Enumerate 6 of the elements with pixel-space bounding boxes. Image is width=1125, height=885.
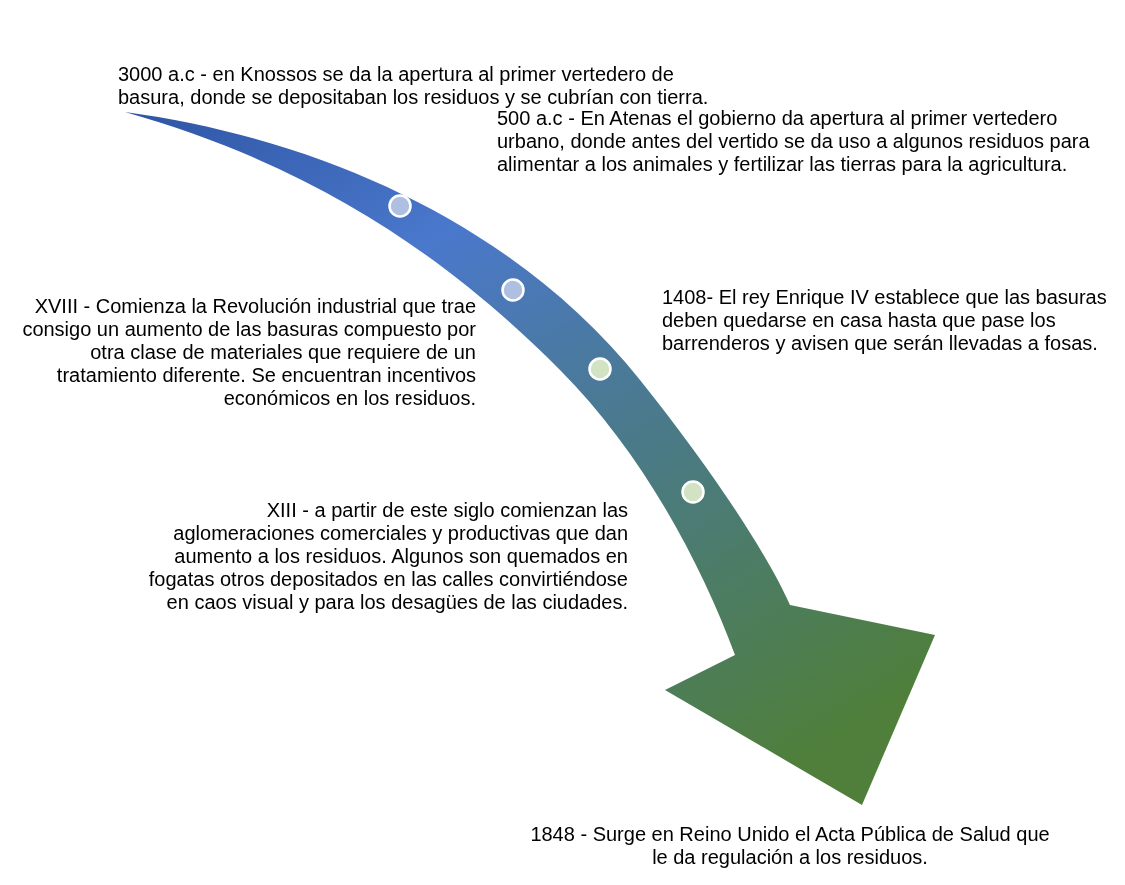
timeline-event-text: 1848 - Surge en Reino Unido el Acta Pública de Salud que le da regulación a los residuos. <box>529 823 1051 869</box>
timeline-event-text: XVIII - Comienza la Revolución industrial que trae consigo un aumento de las basuras compuesto por otra clase de materiales que requiere de un tratamiento diferente. Se encuentran incentivos económicos en los residuos. <box>21 295 476 410</box>
timeline-event-text: 3000 a.c - en Knossos se da la apertura al primer vertedero de basura, donde se depositaban los residuos y se cubrían con tierra. <box>118 63 710 109</box>
timeline-event-text: 500 a.c - En Atenas el gobierno da apertura al primer vertedero urbano, donde antes del vertido se da uso a algunos residuos para alimentar a los animales y fertilizar las tierras para la agricultura. <box>497 107 1091 176</box>
timeline-event-text: XIII - a partir de este siglo comienzan las aglomeraciones comerciales y productivas que dan aumento a los residuos. Algunos son quemados en fogatas otros depositados en las calles convirtiéndose en caos visual y para los desagües de las ciudades. <box>147 499 628 614</box>
timeline-event-text: 1408- El rey Enrique IV establece que las basuras deben quedarse en casa hasta que pase los barrenderos y avisen que serán llevadas a fosas. <box>662 286 1108 355</box>
